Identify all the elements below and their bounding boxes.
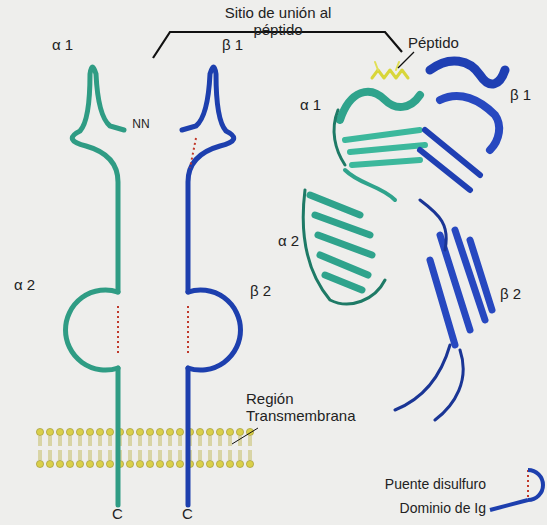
- part-label: C: [112, 505, 123, 522]
- membrane: [35, 428, 255, 468]
- legend-sample: [527, 470, 529, 500]
- part-label: Región Transmembrana: [246, 390, 356, 425]
- part-label: α 1: [52, 36, 73, 53]
- leader-line: [398, 52, 414, 68]
- part-label: β 2: [500, 285, 521, 302]
- ribbon-structure: [303, 61, 505, 420]
- part-label: β 2: [250, 282, 271, 299]
- part-label: Péptido: [408, 34, 459, 51]
- part-label: Sitio de unión al péptido: [203, 4, 353, 39]
- alpha-chain: [66, 67, 124, 505]
- part-label: α 1: [300, 96, 321, 113]
- part-label: α 2: [14, 276, 35, 293]
- legend-sample: [528, 470, 543, 500]
- legend-text: Dominio de Ig: [400, 500, 486, 516]
- legend-text: Puente disulfuro: [385, 476, 486, 492]
- part-label: β 1: [510, 86, 531, 103]
- part-label: β 1: [222, 36, 243, 53]
- part-label: NN: [132, 118, 149, 132]
- beta-chain: [182, 67, 240, 505]
- part-label: C: [182, 505, 193, 522]
- legend-sample: [490, 500, 528, 510]
- disulfide-bridge: [118, 138, 196, 354]
- leader-line: [232, 428, 258, 444]
- part-label: α 2: [278, 232, 299, 249]
